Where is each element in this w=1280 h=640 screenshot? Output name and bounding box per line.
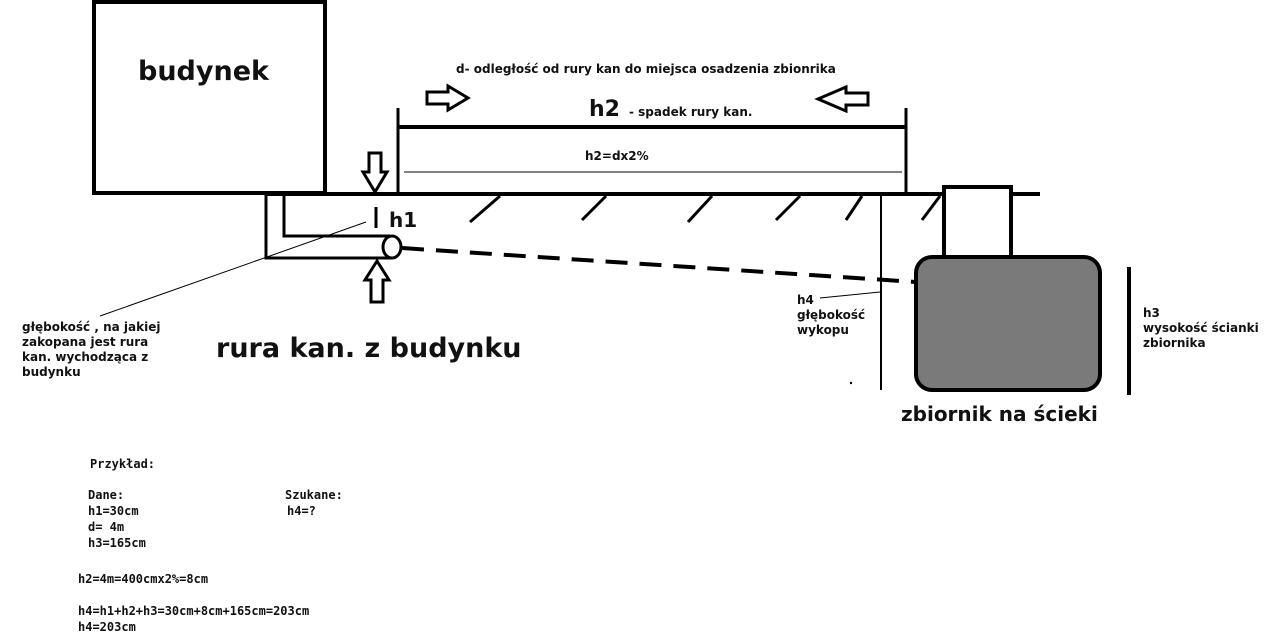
tank-body [914, 255, 1102, 392]
tank-title: zbiornik na ścieki [901, 402, 1098, 426]
depth-note-leader [99, 221, 367, 317]
example-heading: Przykład: [90, 457, 156, 471]
given-d: d= 4m [88, 520, 125, 534]
d-description: d- odległość od rury kan do miejsca osad… [456, 62, 836, 76]
h3-note: h3 wysokość ścianki zbiornika [1143, 306, 1259, 350]
h1-arrow-down [360, 151, 390, 195]
depth-note: głębokość , na jakiej zakopana jest rura… [22, 320, 161, 379]
d-arrow-right [425, 83, 471, 113]
building-label: budynek [138, 56, 269, 87]
calc-h4-sum: h4=h1+h2+h3=30cm+8cm+165cm=203cm [78, 604, 310, 618]
h2-description: - spadek rury kan. [629, 105, 753, 119]
ground-hatch [469, 194, 942, 224]
given-heading: Dane: [88, 488, 125, 502]
h2-formula: h2=dx2% [585, 149, 649, 163]
h4-note: h4 głębokość wykopu [797, 293, 866, 337]
pipe-slope-dashed [401, 246, 917, 284]
pipe-title: rura kan. z budynku [216, 333, 522, 364]
sought-heading: Szukane: [285, 488, 343, 502]
tank-neck [942, 185, 1013, 259]
pipe-from-building [264, 192, 392, 260]
d-arrow-left [814, 84, 870, 114]
stray-dot [849, 381, 853, 385]
h1-arrow-up [362, 258, 392, 304]
given-h1: h1=30cm [88, 504, 139, 518]
building-box [92, 0, 327, 195]
h4-leader [819, 291, 881, 299]
pipe-opening [381, 234, 403, 260]
given-h3: h3=165cm [88, 536, 146, 550]
calc-h4-result: h4=203cm [78, 620, 136, 634]
h2-symbol: h2 [589, 97, 620, 122]
calc-h2: h2=4m=400cmx2%=8cm [78, 572, 209, 586]
h1-symbol: h1 [389, 208, 418, 232]
sought-h4: h4=? [287, 504, 316, 518]
